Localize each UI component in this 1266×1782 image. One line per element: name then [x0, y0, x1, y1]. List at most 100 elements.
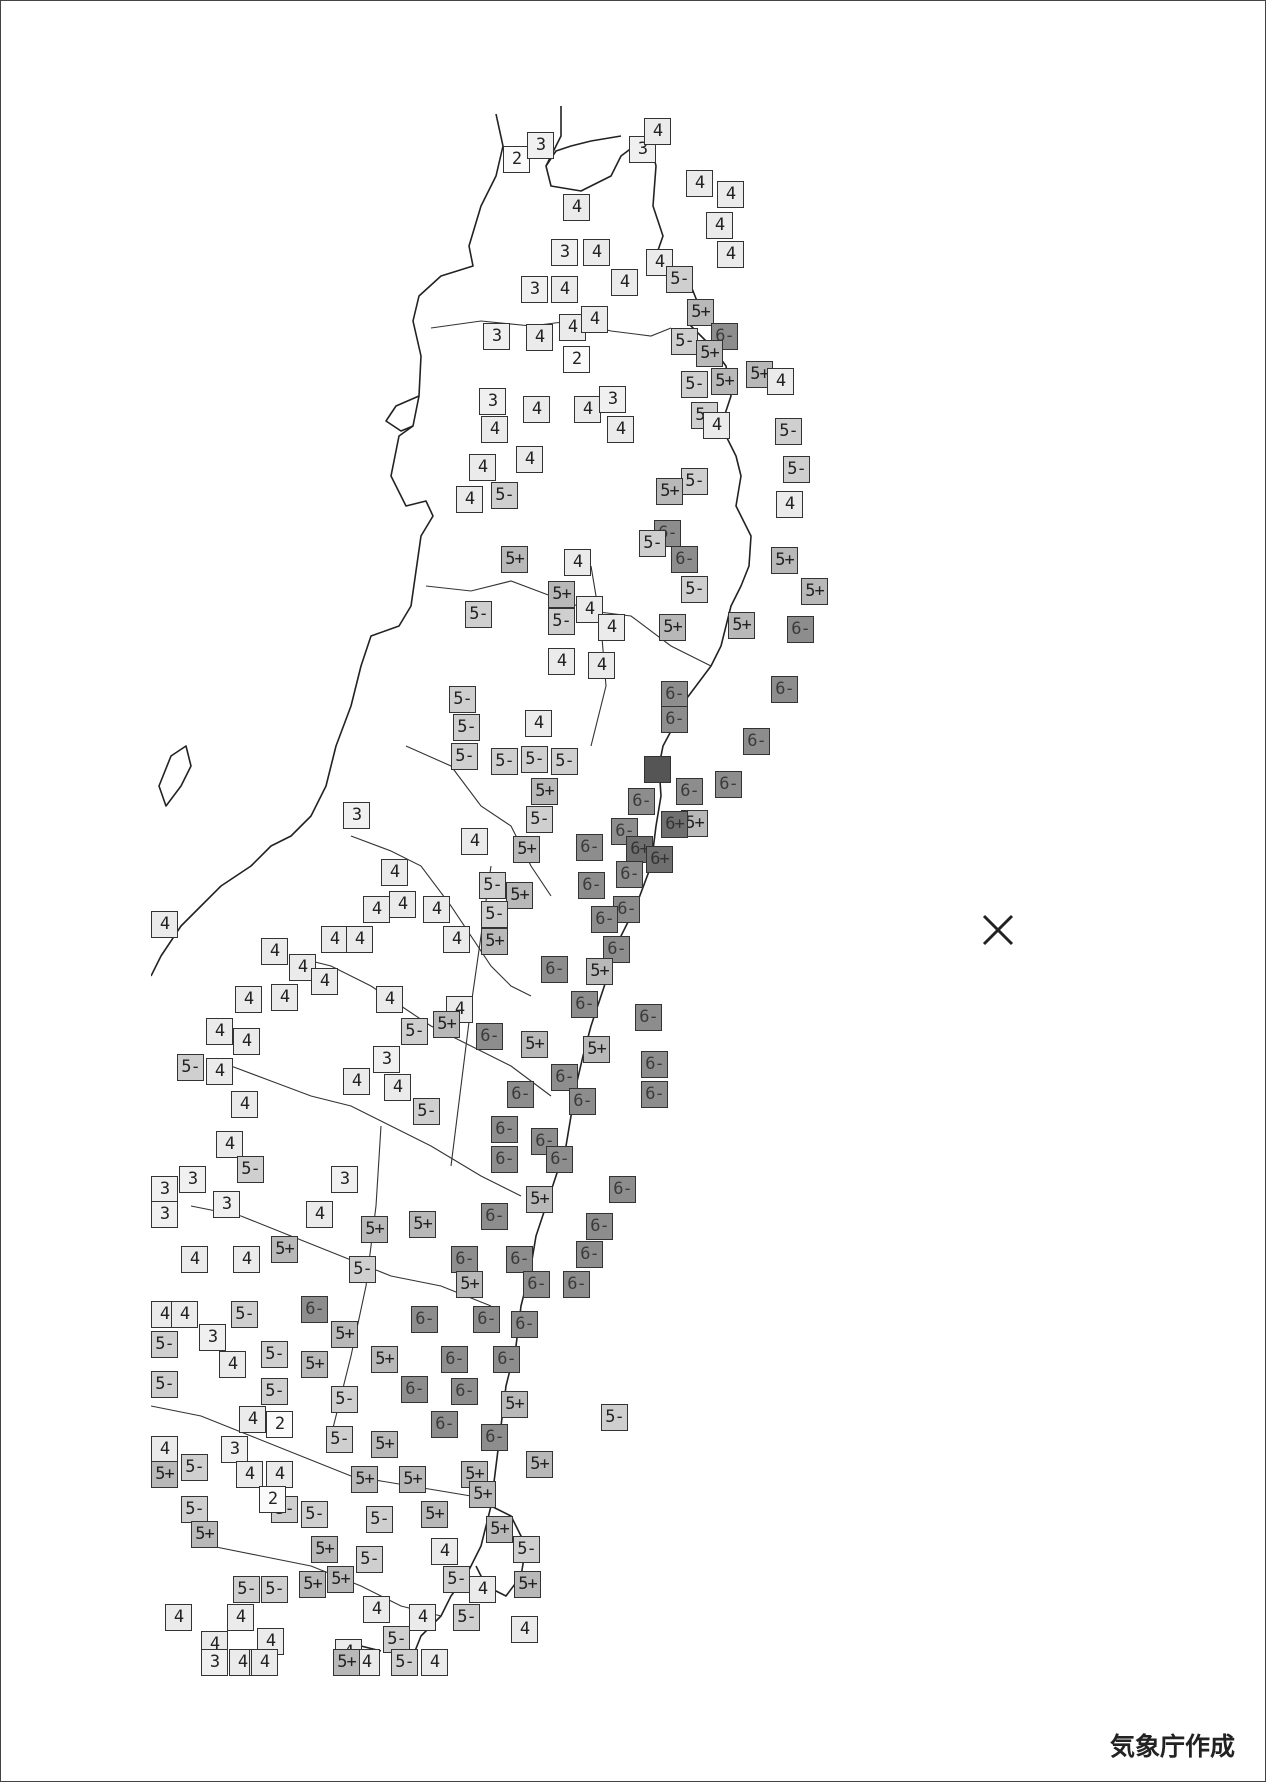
intensity-badge: 5+ [399, 1466, 426, 1493]
intensity-badge: 5+ [513, 836, 540, 863]
intensity-badge: 5+ [501, 546, 528, 573]
intensity-badge: 5+ [311, 1536, 338, 1563]
intensity-badge: 6- [506, 1246, 533, 1273]
intensity-badge: 4 [311, 968, 338, 995]
intensity-badge: 4 [564, 549, 591, 576]
intensity-badge: 4 [431, 1538, 458, 1565]
intensity-badge: 4 [588, 652, 615, 679]
intensity-badge: 3 [179, 1166, 206, 1193]
intensity-badge: 5- [451, 743, 478, 770]
intensity-badge: 4 [227, 1604, 254, 1631]
intensity-badge: 5- [391, 1649, 418, 1676]
intensity-badge: 4 [598, 614, 625, 641]
intensity-badge: 4 [219, 1351, 246, 1378]
intensity-badge: 5- [331, 1386, 358, 1413]
intensity-badge: 5- [326, 1426, 353, 1453]
intensity-badge: 6- [641, 1051, 668, 1078]
intensity-badge: 6- [563, 1271, 590, 1298]
intensity-badge: 5+ [548, 581, 575, 608]
intensity-badge: 5- [449, 686, 476, 713]
intensity-badge: 3 [221, 1436, 248, 1463]
intensity-badge: 5+ [371, 1431, 398, 1458]
intensity-badge: 6- [641, 1081, 668, 1108]
intensity-badge: 6- [473, 1306, 500, 1333]
intensity-badge: 5+ [659, 614, 686, 641]
intensity-badge: 5+ [728, 612, 755, 639]
intensity-badge: 6- [476, 1023, 503, 1050]
intensity-badge: 4 [261, 938, 288, 965]
intensity-badge: 4 [251, 1649, 278, 1676]
intensity-badge: 5+ [687, 299, 714, 326]
intensity-badge: 5+ [531, 778, 558, 805]
intensity-badge: 4 [271, 984, 298, 1011]
intensity-badge: 4 [516, 446, 543, 473]
intensity-badge: 3 [151, 1176, 178, 1203]
intensity-badge: 5- [453, 714, 480, 741]
intensity-badge: 5- [261, 1576, 288, 1603]
intensity-badge: 4 [686, 170, 713, 197]
intensity-badge: 4 [421, 1649, 448, 1676]
intensity-badge: 5+ [333, 1649, 360, 1676]
intensity-badge: 4 [526, 324, 553, 351]
intensity-badge: 4 [523, 396, 550, 423]
intensity-badge: 3 [521, 276, 548, 303]
intensity-badge: 6- [628, 788, 655, 815]
intensity-badge: 2 [259, 1486, 286, 1513]
intensity-badge: 5+ [486, 1516, 513, 1543]
intensity-badge: 5- [301, 1501, 328, 1528]
intensity-badge: 5+ [351, 1466, 378, 1493]
intensity-badge: 6- [635, 1004, 662, 1031]
intensity-badge: 4 [239, 1406, 266, 1433]
intensity-badge: 5- [681, 371, 708, 398]
intensity-badge: 4 [181, 1246, 208, 1273]
intensity-badge: 5+ [501, 1391, 528, 1418]
intensity-badge: 6- [715, 771, 742, 798]
intensity-badge: 6- [586, 1213, 613, 1240]
intensity-badge: 3 [343, 802, 370, 829]
intensity-badge: 5- [177, 1054, 204, 1081]
intensity-badge: 6- [661, 706, 688, 733]
intensity-badge: 5- [413, 1098, 440, 1125]
intensity-badge: 5- [453, 1604, 480, 1631]
intensity-badge: 4 [456, 486, 483, 513]
intensity-badge: 5- [491, 748, 518, 775]
intensity-badge: 3 [599, 386, 626, 413]
intensity-badge: 4 [644, 118, 671, 145]
intensity-badge: 6- [613, 896, 640, 923]
intensity-badge: 5- [181, 1454, 208, 1481]
intensity-badge: 6- [671, 546, 698, 573]
intensity-badge: 4 [216, 1131, 243, 1158]
intensity-badge: 5+ [433, 1011, 460, 1038]
intensity-badge: 6- [711, 323, 738, 350]
intensity-badge: 4 [511, 1616, 538, 1643]
intensity-badge: 5- [401, 1018, 428, 1045]
intensity-badge: 5- [261, 1341, 288, 1368]
intensity-badge: 4 [384, 1074, 411, 1101]
intensity-badge: 5- [666, 266, 693, 293]
intensity-badge: 6- [523, 1271, 550, 1298]
intensity-badge: 5- [231, 1301, 258, 1328]
intensity-badge: 4 [151, 1436, 178, 1463]
intensity-badge: 4 [231, 1091, 258, 1118]
intensity-badge: 4 [363, 896, 390, 923]
intensity-badge: 4 [206, 1058, 233, 1085]
intensity-badge: 4 [717, 241, 744, 268]
intensity-badge: 3 [151, 1201, 178, 1228]
intensity-badge: 4 [574, 396, 601, 423]
intensity-badge: 4 [607, 416, 634, 443]
intensity-badge: 6- [676, 778, 703, 805]
intensity-badge: 4 [233, 1246, 260, 1273]
intensity-badge: 4 [525, 710, 552, 737]
intensity-badge: 6- [411, 1306, 438, 1333]
intensity-badge: 5+ [771, 547, 798, 574]
intensity-badge: 6- [551, 1064, 578, 1091]
intensity-badge: 5- [513, 1536, 540, 1563]
intensity-badge: 5- [548, 608, 575, 635]
intensity-badge: 4 [381, 859, 408, 886]
intensity-badge: 5- [261, 1378, 288, 1405]
intensity-badge: 5+ [409, 1211, 436, 1238]
intensity-badge: 4 [563, 194, 590, 221]
intensity-badge: 5+ [521, 1031, 548, 1058]
